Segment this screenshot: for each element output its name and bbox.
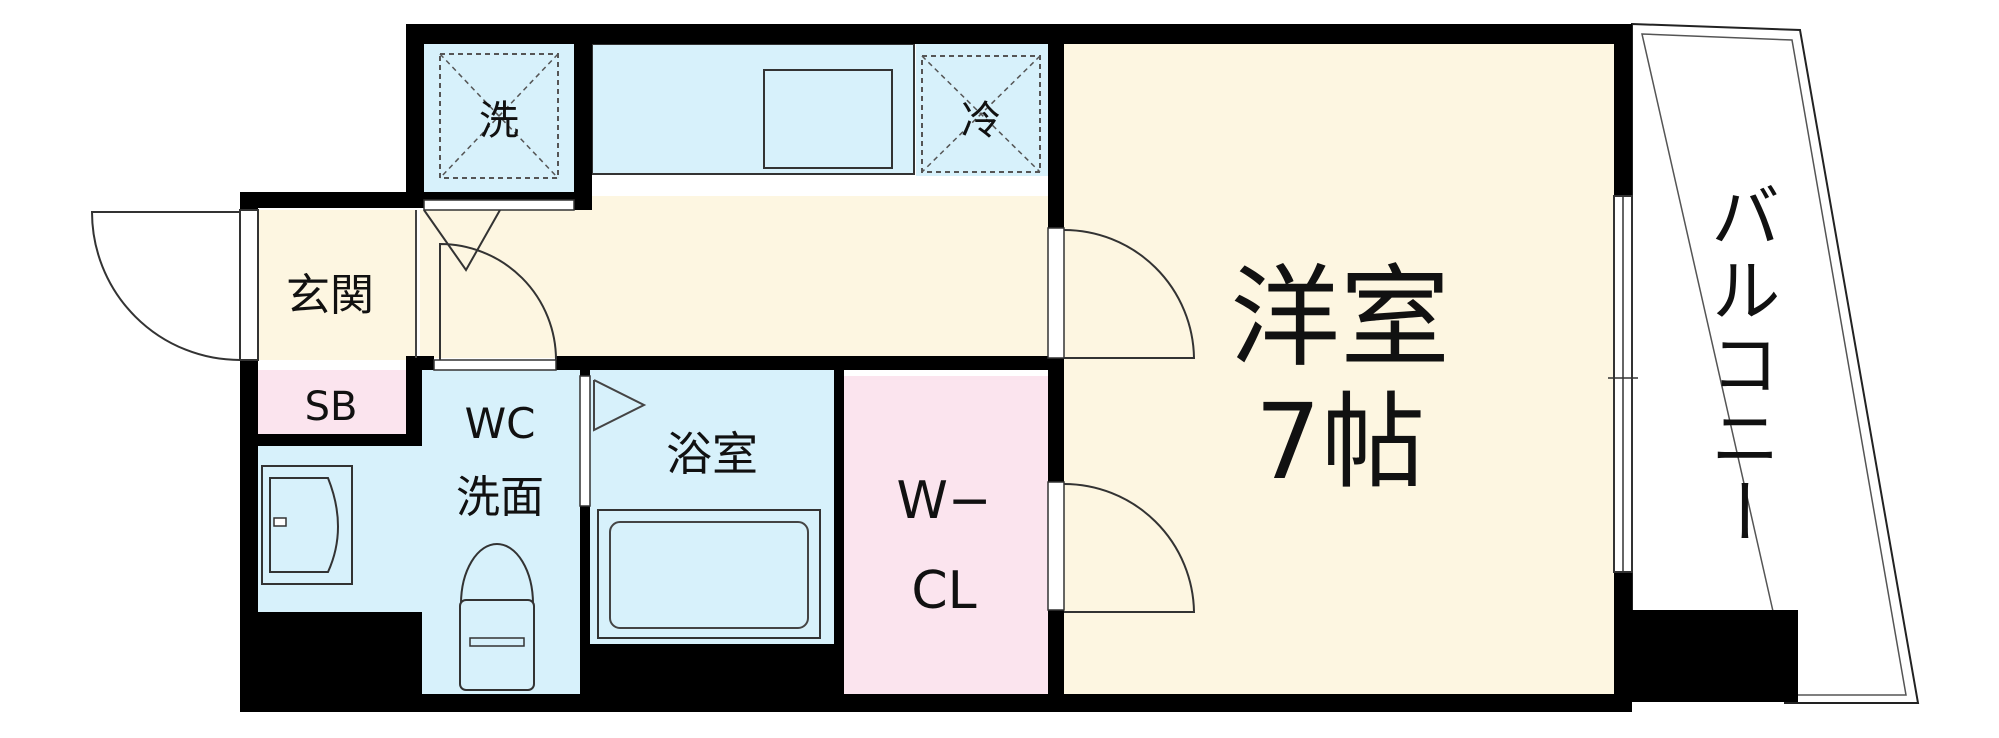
walls [240,24,1798,712]
western-room-floor [1064,44,1630,694]
entrance-floor [256,210,416,360]
balcony-label: バルコニー [1699,180,1781,550]
wc-label-line2: 洗面 [456,472,544,523]
wc-label-line1: WC [465,399,536,448]
wic-label-line1: W− [897,471,992,531]
washer-label: 洗 [479,98,519,144]
shoe-box-floor [256,370,406,436]
wic-floor [844,376,1050,694]
fridge-label: 冷 [961,98,1001,144]
toilet [459,543,535,691]
entrance-label: 玄関 [286,270,374,321]
fridge-area [916,44,1050,176]
wic-label-line2: CL [911,561,976,621]
door-swings [90,209,1196,613]
bath-label: 浴室 [666,427,758,481]
western-room-label: 洋室 [1230,254,1450,382]
kitchen-sink [763,69,893,169]
bathtub [597,509,821,639]
western-room-size-label: 7帖 [1255,381,1425,503]
kitchen-floor [590,196,1050,358]
washer-area [424,44,574,194]
washbasin [261,465,353,585]
shoe-box-label: SB [305,384,358,430]
